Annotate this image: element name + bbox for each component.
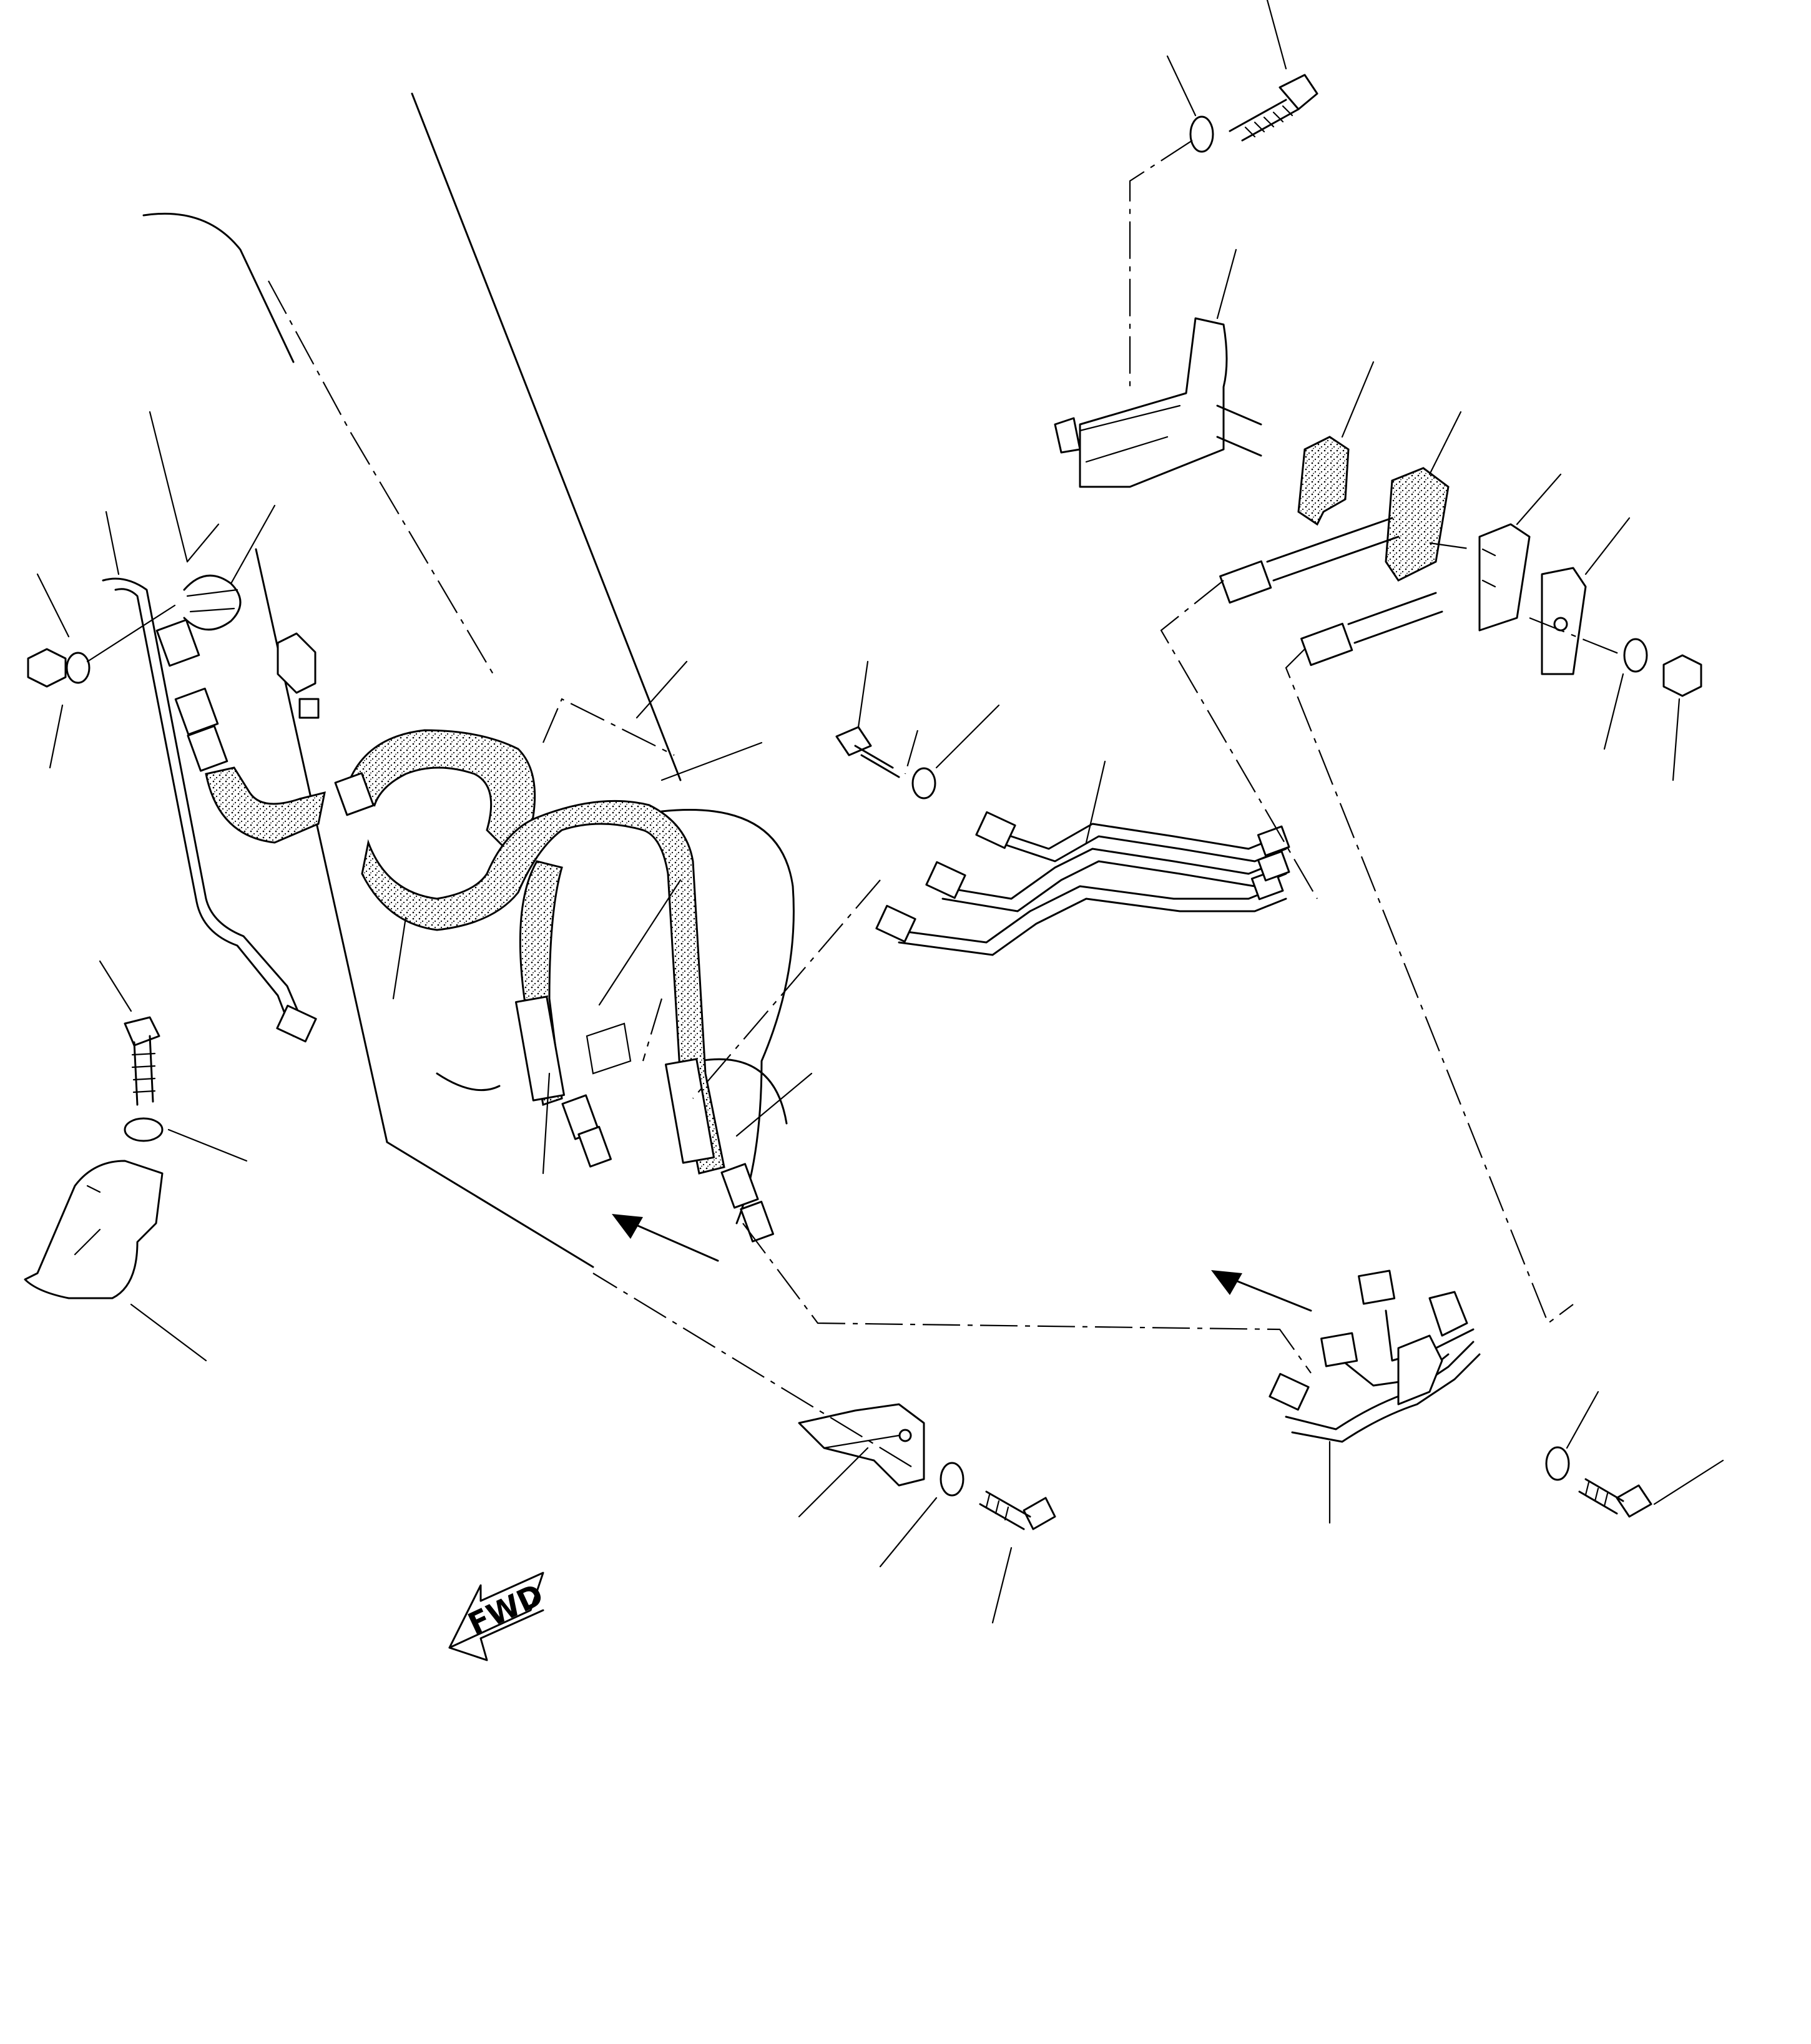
clamp-plate <box>1478 523 1531 632</box>
fitting-stack-left <box>155 619 228 772</box>
hose-long-lower <box>361 800 725 1175</box>
tube-fittings-right <box>1219 517 1443 667</box>
rigid-tube-lower-right <box>1269 1269 1481 1443</box>
hose-end-fittings <box>334 772 774 1243</box>
washer-top-right <box>1189 115 1214 153</box>
fwd-direction-arrow: FWD <box>448 1572 549 1661</box>
bolt-center-right <box>835 726 900 778</box>
bolt-left-bracket <box>124 1016 160 1106</box>
nut-right-clamp <box>1662 654 1702 697</box>
nut-left <box>27 648 67 688</box>
hose-short-left <box>205 766 326 844</box>
u-bolt-clamp <box>183 574 242 631</box>
washer-lower-right <box>1545 1446 1570 1481</box>
bracket-left <box>24 1160 164 1299</box>
arrow-right <box>1211 1270 1312 1312</box>
washer-right-clamp <box>1623 638 1648 673</box>
washer-left-bracket <box>124 1117 164 1142</box>
mounting-bracket-upper <box>1054 317 1262 488</box>
clamp-bracket-right <box>1541 567 1587 675</box>
washer-center-right <box>911 767 936 800</box>
clamp-half-stippled-2 <box>1385 467 1450 582</box>
leader-nut-washer <box>86 604 176 663</box>
washer-left <box>66 652 91 684</box>
rigid-tube-left <box>102 577 317 1043</box>
hose-center-loop <box>514 860 715 1164</box>
leader-lines <box>36 0 1724 1624</box>
clamp-half-stippled-1 <box>1297 436 1350 526</box>
bolt-lower-right <box>1578 1478 1652 1518</box>
arrow-center <box>612 1214 719 1262</box>
fwd-label: FWD <box>463 1577 548 1642</box>
connector-block <box>277 632 320 719</box>
connection-lines <box>542 140 1624 1467</box>
bracket-lower-center <box>798 1403 925 1487</box>
bolt-top-right <box>1229 74 1318 142</box>
bolt-lower-center <box>979 1490 1056 1530</box>
rigid-tube-bundle <box>875 811 1290 956</box>
washer-lower-center <box>940 1462 964 1497</box>
